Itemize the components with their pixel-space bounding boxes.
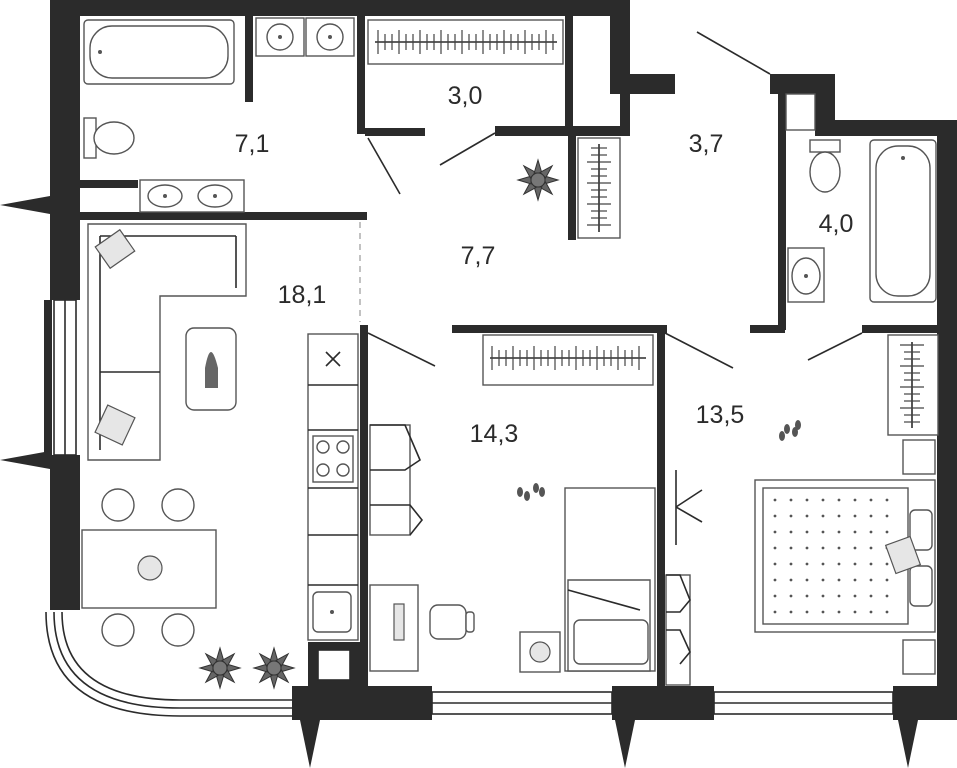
wardrobe-icon <box>482 334 654 386</box>
wardrobe-icon <box>887 334 939 436</box>
room-area-hall: 3,7 <box>689 130 724 158</box>
desk-icon <box>369 584 419 672</box>
room-area-storage: 3,0 <box>448 82 483 110</box>
sofa-icon <box>87 223 247 461</box>
room-area-bedroom-2: 13,5 <box>696 401 745 429</box>
bookshelf-icon <box>369 424 424 536</box>
plant-icon <box>252 646 296 690</box>
bathtub-icon <box>869 139 937 303</box>
kitchen-counter-icon <box>307 333 359 641</box>
washer-dryer-icon <box>255 17 355 57</box>
nightstand-icon <box>519 631 561 673</box>
footprints-icon <box>517 483 545 501</box>
room-area-bathroom-1: 7,1 <box>235 130 270 158</box>
room-area-bedroom-1: 14,3 <box>470 420 519 448</box>
room-area-bathroom-2: 4,0 <box>819 210 854 238</box>
plant-icon <box>516 158 560 202</box>
wardrobe-icon <box>367 19 564 65</box>
desk-chair-icon <box>429 604 475 640</box>
wardrobe-icon <box>577 137 621 239</box>
fridge-icon <box>325 351 341 367</box>
doors <box>367 31 863 545</box>
plants <box>198 158 560 690</box>
coffee-table-icon <box>185 327 237 411</box>
shelf-icon <box>665 574 691 686</box>
dining-table-icon <box>81 488 217 647</box>
double-sink-icon <box>139 179 245 213</box>
bathroom-2-fixtures <box>785 93 937 303</box>
stove-icon <box>312 435 354 483</box>
toilet-icon <box>83 117 135 159</box>
plant-icon <box>198 646 242 690</box>
room-area-corridor: 7,7 <box>461 242 496 270</box>
kitchen-sink-icon <box>312 591 352 633</box>
bed-icon <box>564 487 656 672</box>
bathtub-icon <box>83 19 235 85</box>
bed-icon <box>754 479 936 633</box>
room-area-living-kitchen: 18,1 <box>278 281 327 309</box>
bathroom-1-fixtures <box>83 19 245 213</box>
toilet-icon <box>809 139 841 193</box>
interior-walls <box>80 16 942 687</box>
sink-icon <box>787 247 825 303</box>
footprints-icon <box>779 420 801 441</box>
nightstand-icon <box>902 439 936 675</box>
